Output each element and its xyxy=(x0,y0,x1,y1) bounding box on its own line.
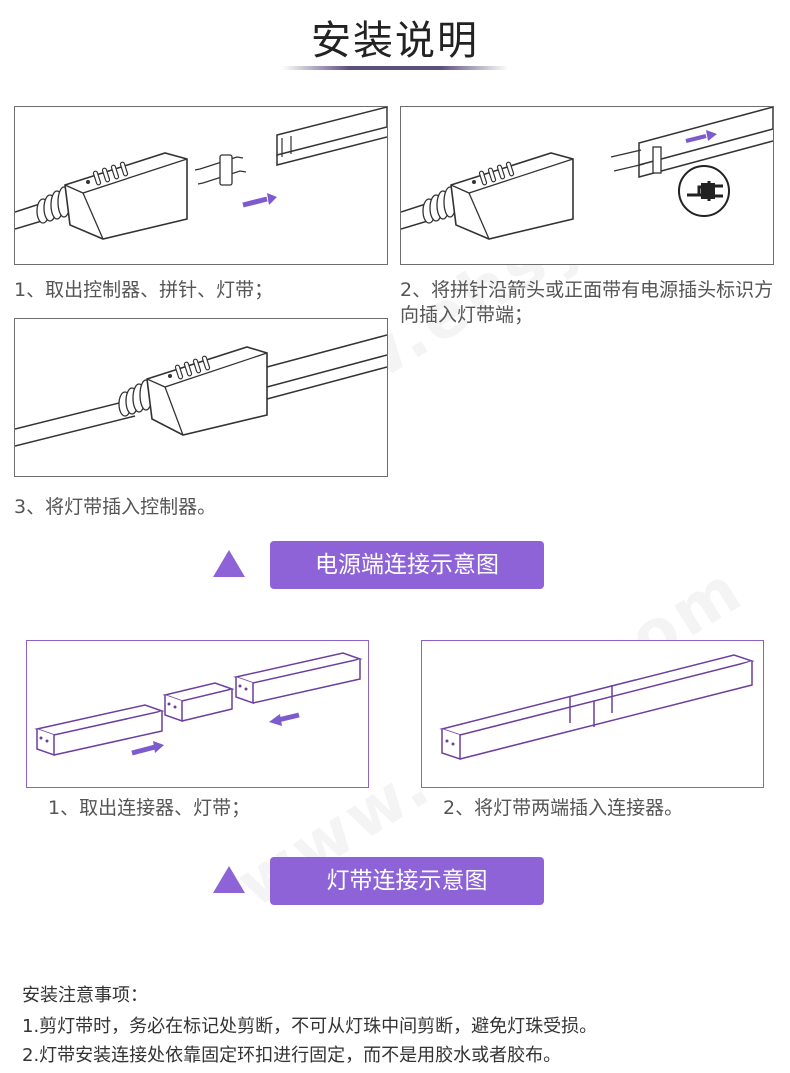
step1-illustration xyxy=(14,106,388,265)
connector-step2-illustration xyxy=(421,640,764,788)
title-underline xyxy=(282,66,508,70)
notes-heading: 安装注意事项： xyxy=(22,985,148,1006)
connector-step1-illustration xyxy=(26,640,369,788)
step2-caption: 2、将拼针沿箭头或正面带有电源插头标识方向插入灯带端； xyxy=(400,279,774,326)
step2-illustration xyxy=(400,106,774,265)
strip-connection-banner: 灯带连接示意图 xyxy=(270,857,544,905)
step1-caption: 1、取出控制器、拼针、灯带； xyxy=(14,279,274,301)
step3-caption: 3、将灯带插入控制器。 xyxy=(14,496,217,518)
step3-illustration xyxy=(14,318,388,477)
connector-step1-caption: 1、取出连接器、灯带； xyxy=(48,797,251,819)
page-title: 安装说明 xyxy=(311,18,479,64)
triangle-icon-2 xyxy=(213,866,245,893)
note-item: 2.灯带安装连接处依靠固定环扣进行固定，而不是用胶水或者胶布。 xyxy=(22,1045,562,1066)
power-connection-banner: 电源端连接示意图 xyxy=(270,541,544,589)
triangle-icon xyxy=(213,550,245,577)
note-item: 1.剪灯带时，务必在标记处剪断，不可从灯珠中间剪断，避免灯珠受损。 xyxy=(22,1016,598,1037)
connector-step2-caption: 2、将灯带两端插入连接器。 xyxy=(443,797,684,819)
